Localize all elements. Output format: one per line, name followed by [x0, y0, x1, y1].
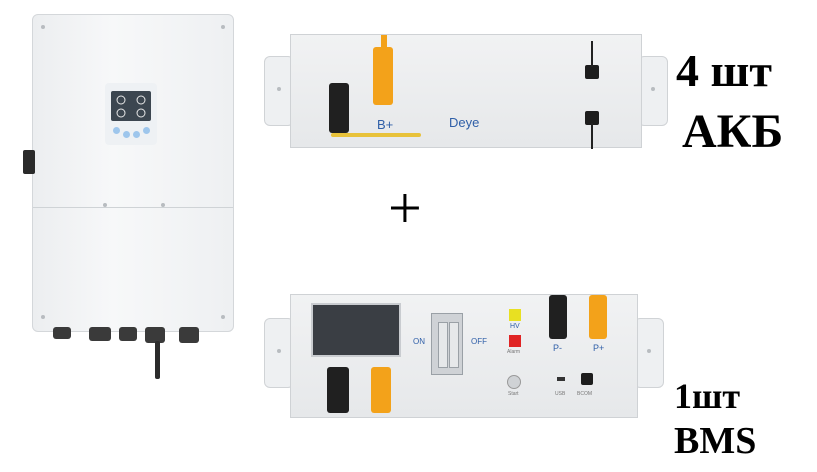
rack-ear-left	[264, 318, 294, 388]
positive-plug	[373, 47, 393, 105]
battery-terminal-label: B+	[377, 117, 394, 132]
p-plus-plug	[589, 295, 607, 339]
yellow-cable	[331, 133, 421, 137]
battery-front-panel: B+ Deye	[290, 34, 642, 149]
screw	[161, 203, 165, 207]
bms-module: ON OFF HV Alarm Start P- P+ USB BCOM	[264, 294, 664, 418]
rack-ear-right	[638, 56, 668, 126]
hv-label: HV	[510, 323, 520, 330]
inverter-button	[143, 127, 150, 134]
bms-abbr-label: BMS	[674, 420, 757, 462]
cable-gland	[179, 327, 199, 343]
comm-cable	[591, 123, 593, 149]
rack-ear-right	[634, 318, 664, 388]
p-plus-label: P+	[593, 343, 605, 353]
bms-positive-plug	[371, 367, 391, 413]
battery-abbr-label: АКБ	[682, 105, 784, 158]
usb-port	[557, 377, 565, 381]
start-label: Start	[508, 391, 519, 397]
p-minus-plug	[549, 295, 567, 339]
inverter-panel-seam	[33, 207, 233, 208]
cable-gland	[89, 327, 111, 341]
cable-gland	[53, 327, 71, 339]
comm-port-in	[585, 65, 599, 79]
cable-gland	[119, 327, 137, 341]
usb-label: USB	[555, 391, 566, 397]
switch-on-label: ON	[413, 337, 425, 346]
alarm-indicator	[509, 335, 521, 347]
cable	[155, 341, 160, 379]
inverter-display-panel	[105, 83, 157, 145]
plus-sign: +	[388, 175, 422, 241]
battery-module: B+ Deye	[264, 34, 668, 149]
bms-qty-label: 1шт	[674, 376, 741, 416]
screw	[221, 25, 225, 29]
comm-port-out	[585, 111, 599, 125]
inverter-button	[113, 127, 120, 134]
screw	[221, 315, 225, 319]
inverter-screen	[111, 91, 151, 121]
alarm-label: Alarm	[507, 349, 521, 355]
inverter-side-switch	[23, 150, 35, 174]
bms-front-panel: ON OFF HV Alarm Start P- P+ USB BCOM	[290, 294, 638, 418]
bcom-label: BCOM	[577, 391, 592, 397]
inverter-unit	[23, 14, 234, 379]
p-minus-label: P-	[553, 343, 562, 353]
start-button	[507, 375, 521, 389]
bms-negative-plug	[327, 367, 349, 413]
positive-cable	[381, 35, 387, 49]
hv-indicator	[509, 309, 521, 321]
bcom-port	[581, 373, 593, 385]
battery-brand-label: Deye	[449, 115, 480, 130]
screw	[41, 25, 45, 29]
inverter-button	[123, 131, 130, 138]
bms-display	[311, 303, 401, 357]
cable-gland	[145, 327, 165, 343]
screw	[41, 315, 45, 319]
inverter-button	[133, 131, 140, 138]
battery-qty-label: 4 шт	[676, 45, 772, 96]
screen-status-icons	[116, 95, 146, 118]
breaker-switch	[431, 313, 463, 375]
screw	[103, 203, 107, 207]
comm-cable	[591, 41, 593, 67]
negative-plug	[329, 83, 349, 133]
switch-off-label: OFF	[471, 337, 487, 346]
